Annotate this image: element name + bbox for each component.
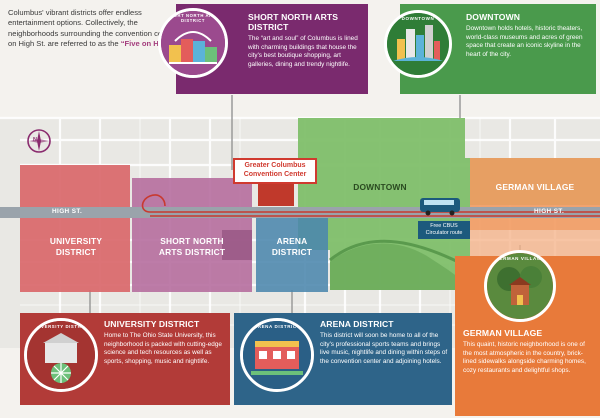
map-label-german-village: GERMAN VILLAGE	[495, 182, 575, 192]
badge-arena: ARENA DISTRICT	[240, 318, 314, 392]
intro-highlight: “Five on High.”	[120, 38, 176, 48]
german-village-area	[470, 158, 600, 230]
card-german-village-title: GERMAN VILLAGE	[463, 328, 543, 338]
high-street-label-east: HIGH ST.	[534, 208, 565, 215]
compass-icon	[27, 129, 51, 153]
arena-area	[256, 208, 328, 292]
card-short-north-text: The “art and soul” of Columbus is lined …	[248, 35, 358, 68]
card-short-north-title: SHORT NORTH ARTS DISTRICT	[248, 12, 339, 32]
card-university-title: UNIVERSITY DISTRICT	[104, 319, 200, 329]
bus-icon	[420, 198, 460, 216]
card-arena-title: ARENA DISTRICT	[320, 319, 394, 329]
compass-label: N	[33, 137, 38, 143]
card-german-village-text: This quaint, historic neighborhood is on…	[463, 341, 586, 374]
downtown-skyline-icon	[387, 13, 449, 75]
german-village-illustration-icon	[487, 253, 553, 319]
university-area	[20, 165, 130, 292]
university-illustration-icon	[27, 321, 95, 389]
card-downtown-title: DOWNTOWN	[466, 12, 521, 22]
map-label-downtown: DOWNTOWN	[353, 182, 407, 192]
badge-university: UNIVERSITY DISTRICT	[24, 318, 98, 392]
arena-illustration-icon	[243, 321, 311, 389]
convention-center-building	[258, 182, 294, 206]
short-north-illustration-icon	[161, 11, 225, 75]
intro-body: Columbus' vibrant districts offer endles…	[8, 8, 176, 48]
badge-short-north: SHORT NORTH ARTS DISTRICT	[158, 8, 228, 78]
high-street-label-west: HIGH ST.	[52, 208, 83, 215]
card-downtown-text: Downtown holds hotels, historic theaters…	[466, 25, 583, 58]
short-north-area	[132, 178, 252, 292]
badge-german-village: GERMAN VILLAGE	[484, 250, 556, 322]
card-arena-text: This district will soon be home to all o…	[320, 332, 448, 365]
badge-downtown: DOWNTOWN	[384, 10, 452, 78]
card-university-text: Home to The Ohio State University, this …	[104, 332, 222, 365]
river	[330, 243, 470, 290]
intro-text: Columbus' vibrant districts offer endles…	[8, 8, 180, 49]
